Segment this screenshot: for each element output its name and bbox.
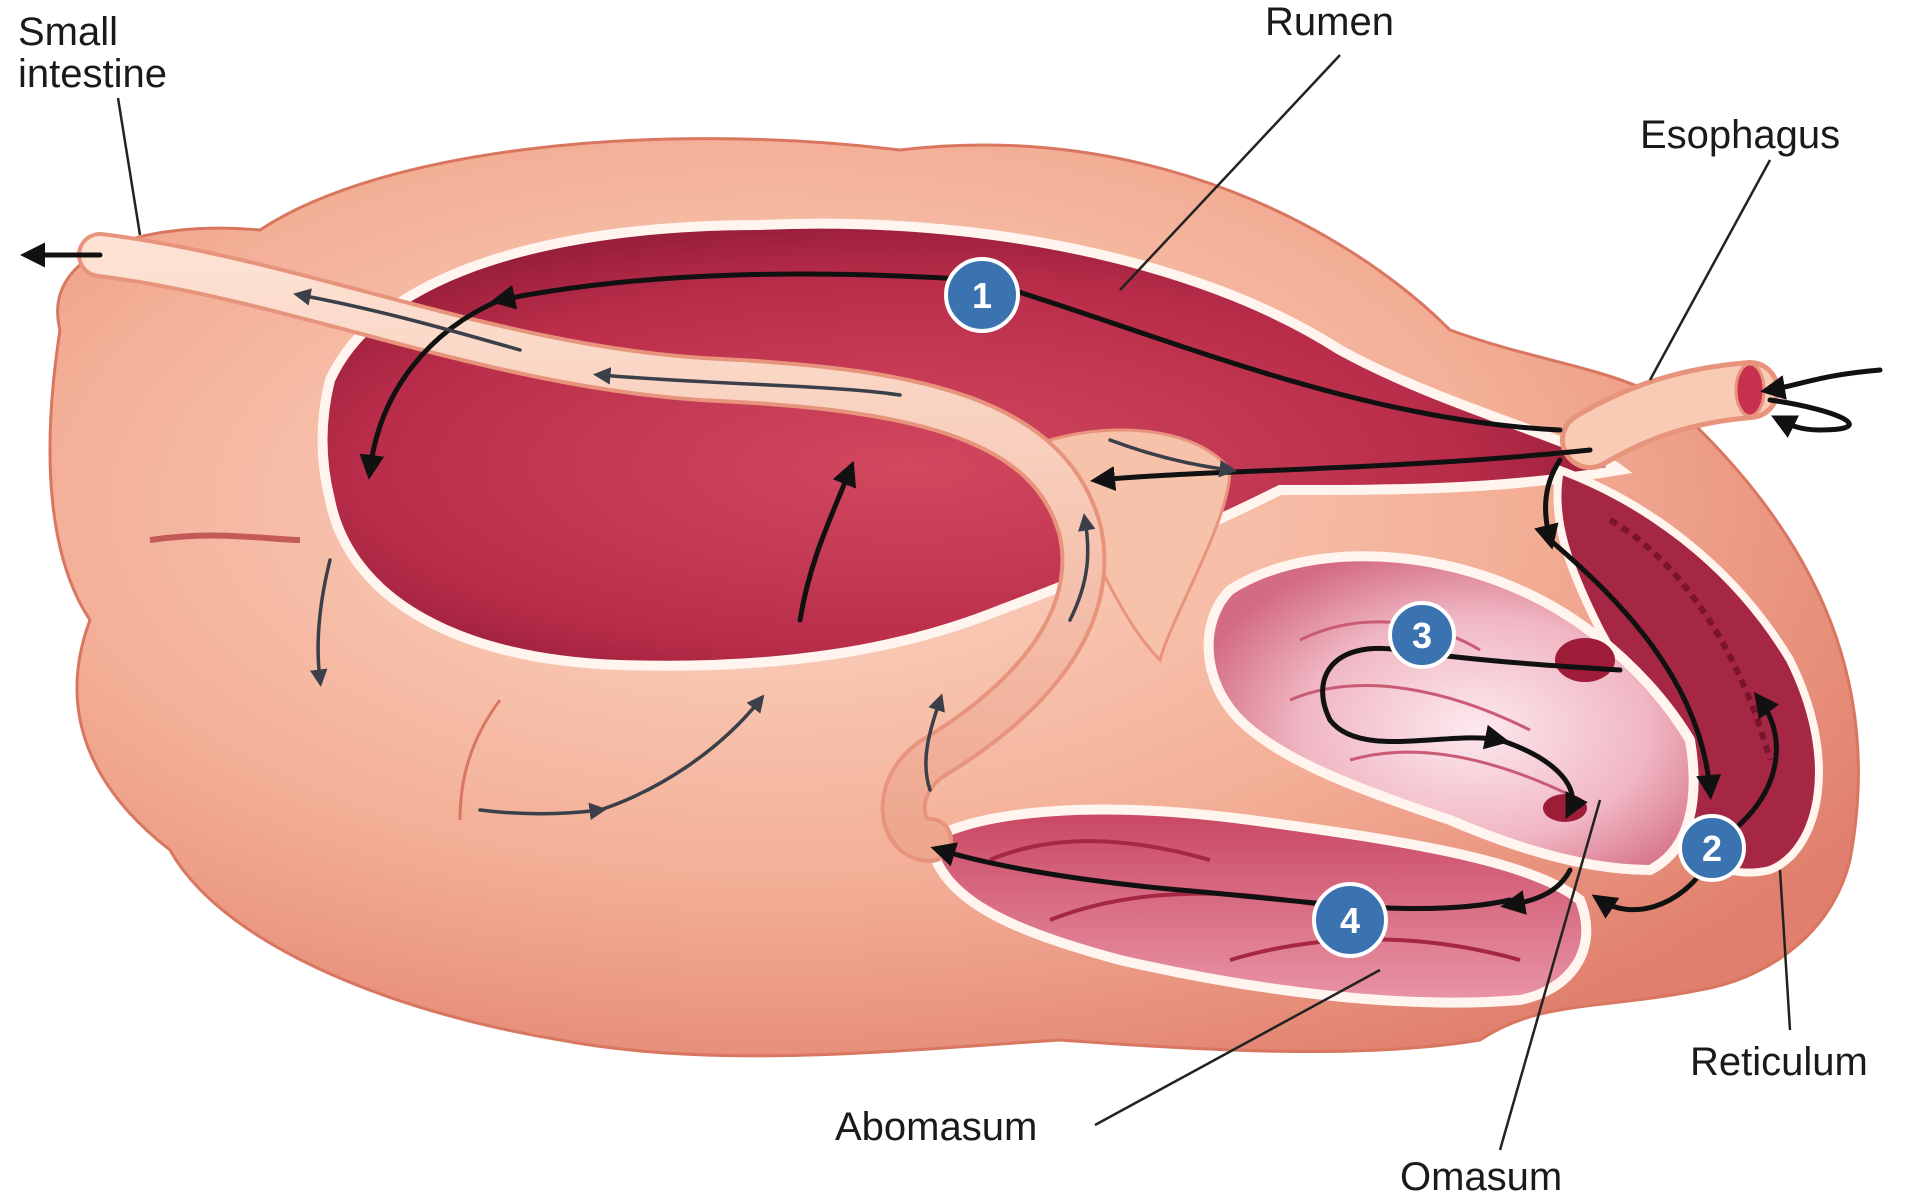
step-number-2: 2: [1702, 828, 1722, 869]
label-rumen: Rumen: [1265, 0, 1394, 44]
step-number-3: 3: [1412, 615, 1432, 656]
step-number-4: 4: [1340, 900, 1360, 941]
step-badge-1: 1: [946, 259, 1018, 331]
flow-arrow-esophagus-in: [1770, 370, 1880, 390]
step-badge-4: 4: [1314, 884, 1386, 956]
label-small-intestine-line2: intestine: [18, 52, 167, 96]
leader-esophagus: [1650, 160, 1770, 380]
step-number-1: 1: [972, 275, 992, 316]
leader-small-intestine: [118, 98, 140, 235]
flow-arrow-regurgitation: [1770, 400, 1849, 430]
esophagus-tube: [1590, 364, 1764, 440]
step-badge-2: 2: [1680, 816, 1744, 880]
label-omasum: Omasum: [1400, 1155, 1562, 1194]
step-badge-3: 3: [1390, 603, 1454, 667]
label-esophagus: Esophagus: [1640, 113, 1840, 157]
label-reticulum: Reticulum: [1690, 1040, 1868, 1084]
label-small-intestine-line1: Small: [18, 10, 118, 54]
label-abomasum: Abomasum: [835, 1105, 1037, 1149]
